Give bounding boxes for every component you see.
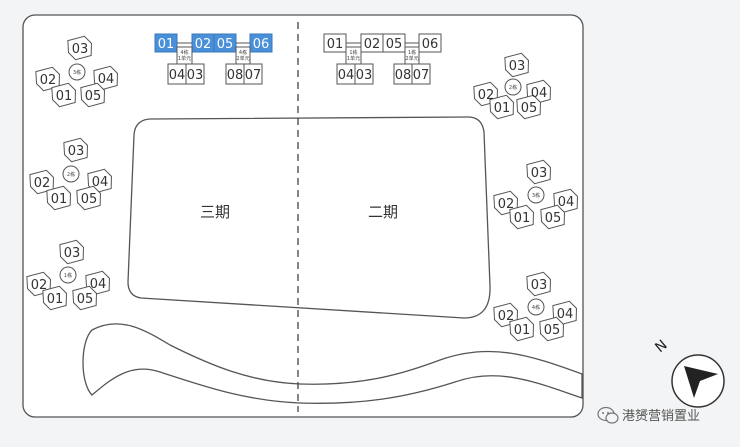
wechat-icon [597, 406, 619, 424]
cluster-right-mid[interactable]: 3栋 03 02 04 01 05 [492, 158, 580, 231]
row-unit-label: 08 [227, 68, 244, 83]
phase2-label: 二期 [368, 203, 398, 221]
unit-04-label: 04 [557, 307, 574, 322]
cluster-building-tag: 1栋 [64, 272, 72, 279]
unit-05-label: 05 [544, 323, 561, 338]
cluster-building-tag: 3栋 [532, 192, 540, 199]
cluster-building-tag: 2栋 [509, 84, 517, 91]
compass: N [652, 337, 725, 408]
row-unit-label: 01 [158, 37, 175, 52]
unit-01-label: 01 [56, 89, 73, 104]
unit-03-label: 03 [68, 144, 85, 159]
unit-04-label: 04 [92, 175, 109, 190]
cluster-left-top[interactable]: 3栋 03 02 04 01 05 [34, 34, 120, 109]
unit-05-label: 05 [521, 101, 538, 116]
core-tag: 4栋 [180, 49, 188, 56]
row-unit-label: 03 [187, 68, 204, 83]
unit-02-label: 02 [498, 197, 515, 212]
unit-04-label: 04 [558, 195, 575, 210]
core-tag: 1单元 [178, 55, 191, 62]
unit-03-label: 03 [72, 42, 89, 57]
unit-04-label: 04 [531, 86, 548, 101]
cluster-right-bottom[interactable]: 4栋 03 02 04 01 05 [492, 270, 579, 343]
compass-north-label: N [652, 337, 670, 356]
cluster-building-tag: 4栋 [532, 304, 540, 311]
central-plaza [127, 116, 491, 319]
row-unit-label: 02 [364, 37, 381, 52]
unit-02-label: 02 [40, 73, 57, 88]
unit-03-label: 03 [64, 246, 81, 261]
row-building-phase2[interactable]: 01 02 05 06 1栋 1单元 1栋 2单元 04 03 08 07 [323, 33, 442, 85]
row-unit-label: 03 [356, 68, 373, 83]
unit-05-label: 05 [81, 192, 98, 207]
watermark-text: 港赟营销置业 [622, 408, 700, 424]
row-unit-label: 06 [422, 37, 439, 52]
unit-03-label: 03 [509, 59, 526, 74]
unit-02-label: 02 [498, 309, 515, 324]
unit-05-label: 05 [85, 89, 102, 104]
core-tag: 1栋 [349, 49, 357, 56]
cluster-left-bottom[interactable]: 1栋 03 02 04 01 05 [25, 238, 112, 312]
unit-01-label: 01 [514, 211, 531, 226]
cluster-building-tag: 2栋 [67, 171, 75, 178]
unit-02-label: 02 [478, 88, 495, 103]
row-unit-label: 01 [327, 37, 344, 52]
unit-03-label: 03 [531, 278, 548, 293]
row-unit-label: 04 [169, 68, 186, 83]
cluster-left-mid[interactable]: 2栋 03 02 04 01 05 [28, 136, 114, 212]
phase3-label: 三期 [200, 203, 230, 221]
compass-arrow-icon [684, 366, 718, 398]
row-unit-label: 07 [413, 68, 430, 83]
core-tag: 1栋 [408, 49, 416, 56]
row-unit-label: 05 [386, 37, 403, 52]
core-tag: 1单元 [347, 55, 360, 62]
unit-04-label: 04 [90, 277, 107, 292]
row-unit-label: 02 [195, 37, 212, 52]
river-band [82, 323, 583, 404]
row-unit-label: 05 [217, 37, 234, 52]
unit-01-label: 01 [494, 101, 511, 116]
core-tag: 2单元 [405, 55, 418, 62]
row-unit-label: 08 [395, 68, 412, 83]
cluster-building-tag: 3栋 [73, 69, 81, 76]
cluster-right-top[interactable]: 2栋 03 02 04 01 05 [472, 51, 553, 121]
unit-02-label: 02 [31, 278, 48, 293]
unit-03-label: 03 [531, 166, 548, 181]
row-unit-label: 07 [245, 68, 262, 83]
unit-01-label: 01 [514, 323, 531, 338]
unit-01-label: 01 [51, 192, 68, 207]
unit-01-label: 01 [47, 292, 64, 307]
core-tag: 4栋 [239, 49, 247, 56]
unit-04-label: 04 [98, 72, 115, 87]
row-unit-label: 04 [338, 68, 355, 83]
row-building-phase3[interactable]: 01 02 05 06 4栋 1单元 4栋 2单元 04 03 08 07 [154, 33, 273, 85]
unit-05-label: 05 [545, 211, 562, 226]
unit-02-label: 02 [34, 176, 51, 191]
watermark: 港赟营销置业 [597, 406, 700, 424]
row-unit-label: 06 [253, 37, 270, 52]
unit-05-label: 05 [77, 292, 94, 307]
core-tag: 2单元 [236, 55, 249, 62]
